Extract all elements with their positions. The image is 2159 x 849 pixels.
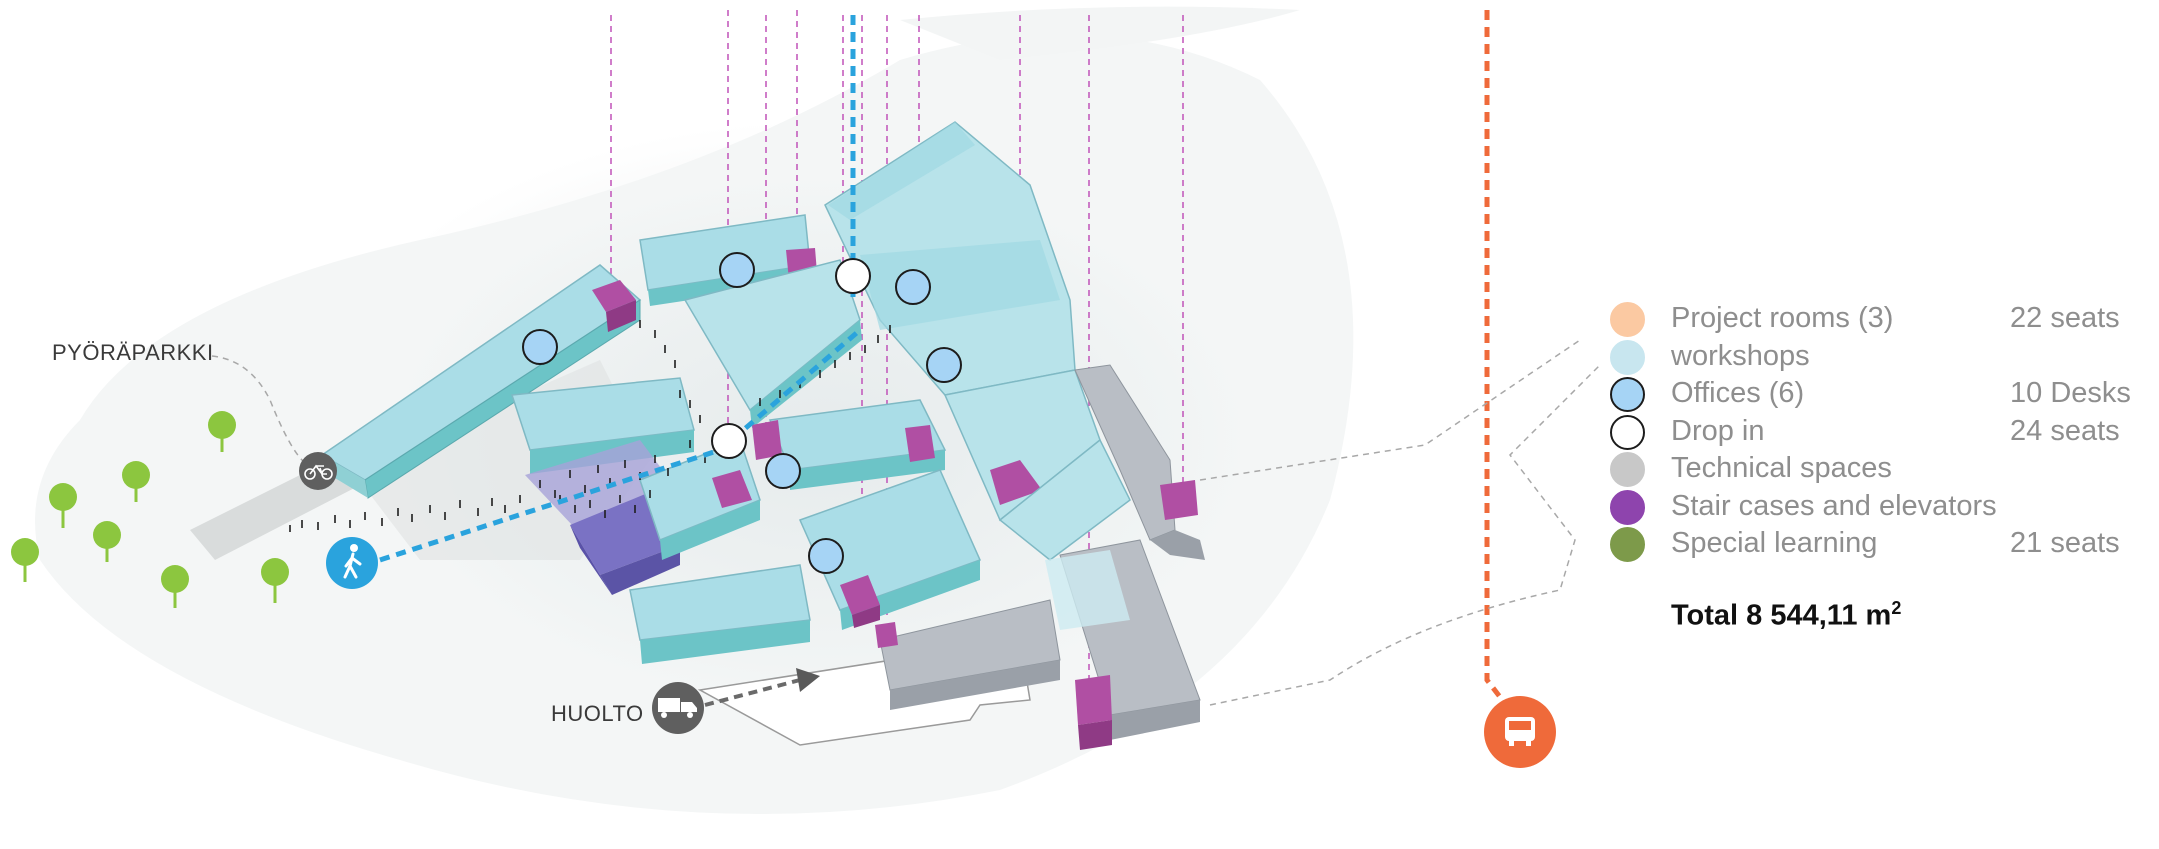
dropin-marker — [712, 424, 746, 458]
legend-item: Offices (6) 10 Desks — [1610, 373, 2150, 411]
legend-swatch — [1610, 452, 1645, 487]
legend-swatch — [1610, 377, 1645, 412]
truck-icon — [652, 682, 704, 734]
pedestrian-icon — [326, 537, 378, 589]
bicycle-icon — [299, 452, 337, 490]
legend-item: Project rooms (3) 22 seats — [1610, 298, 2150, 336]
legend-value: 24 seats — [2010, 415, 2120, 448]
legend-label: Offices (6) — [1671, 377, 1804, 410]
bike-parking-label: PYÖRÄPARKKI — [52, 340, 214, 366]
legend-label: Drop in — [1671, 415, 1765, 448]
legend-value: 10 Desks — [2010, 377, 2131, 410]
office-marker — [896, 270, 930, 304]
office-marker — [523, 330, 557, 364]
bus-route — [1487, 10, 1510, 710]
legend-item: Technical spaces — [1610, 448, 2150, 486]
legend-swatch — [1610, 302, 1645, 337]
legend-item: Special learning 21 seats — [1610, 523, 2150, 561]
legend-swatch — [1610, 527, 1645, 562]
service-label: HUOLTO — [551, 701, 644, 727]
stair-courtyard — [905, 425, 935, 462]
stair-rightwing — [1160, 480, 1198, 520]
legend-label: Project rooms (3) — [1671, 302, 1893, 335]
tree-icon — [11, 538, 39, 582]
legend-item: Drop in 24 seats — [1610, 411, 2150, 449]
legend-swatch — [1610, 340, 1645, 375]
total-area-text: Total 8 544,11 m — [1671, 600, 1891, 632]
legend-swatch — [1610, 415, 1645, 450]
total-area-superscript: 2 — [1891, 598, 1901, 618]
legend-label: workshops — [1671, 340, 1810, 373]
dropin-marker — [836, 259, 870, 293]
legend-item: Stair cases and elevators — [1610, 486, 2150, 524]
legend-item: workshops — [1610, 336, 2150, 374]
legend-label: Technical spaces — [1671, 452, 1892, 485]
stair-lower-mid — [875, 622, 898, 648]
total-area: Total 8 544,11 m2 — [1671, 598, 1901, 633]
stair-bottom-side — [1078, 720, 1112, 750]
legend-label: Stair cases and elevators — [1671, 490, 1997, 523]
office-marker — [720, 253, 754, 287]
office-marker — [809, 539, 843, 573]
legend-label: Special learning — [1671, 527, 1877, 560]
legend-value: 22 seats — [2010, 302, 2120, 335]
office-marker — [766, 454, 800, 488]
office-marker — [927, 348, 961, 382]
legend-value: 21 seats — [2010, 527, 2120, 560]
bus-icon — [1484, 696, 1556, 768]
legend-swatch — [1610, 490, 1645, 525]
stair-bottom — [1075, 675, 1112, 725]
